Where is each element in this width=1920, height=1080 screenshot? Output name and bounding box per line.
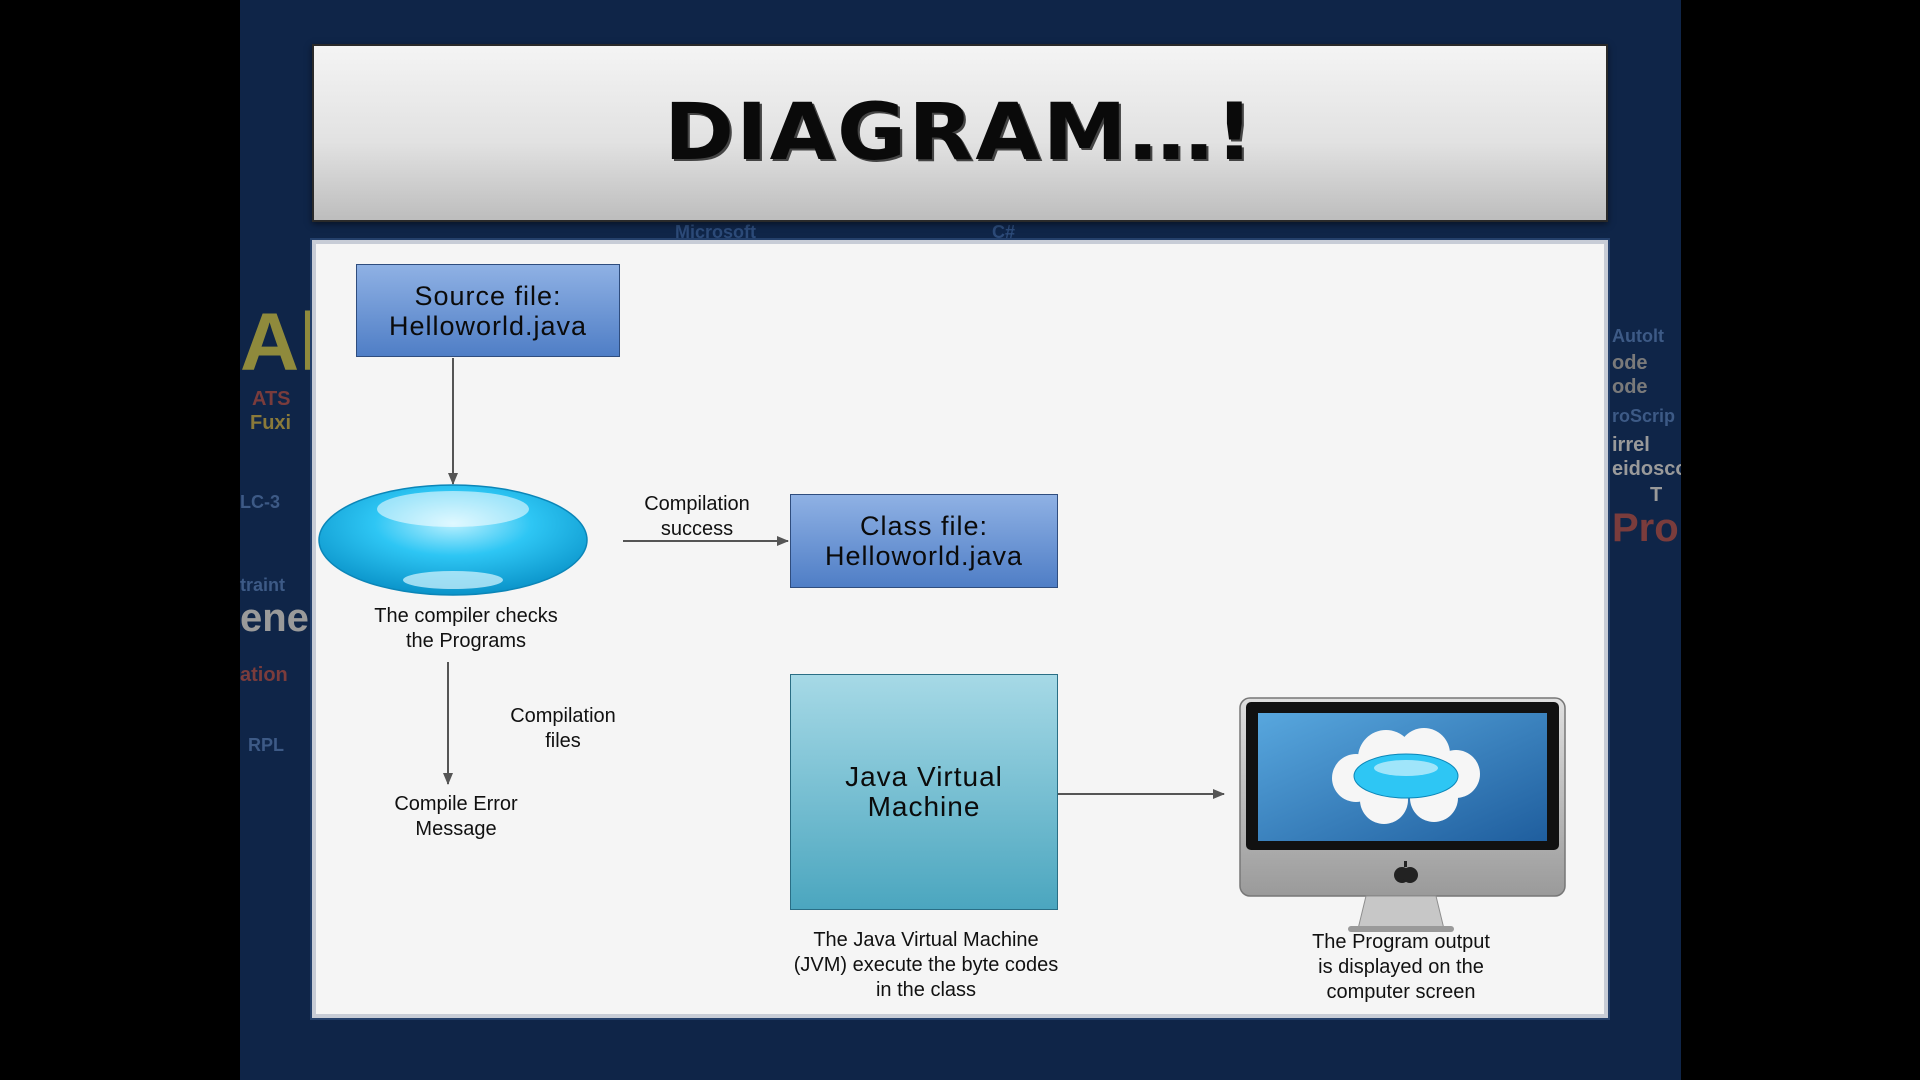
bg-word: roScrip (1612, 406, 1676, 426)
apple-logo-icon (1394, 861, 1418, 883)
slide-title: DIAGRAM…! (664, 88, 1256, 178)
compilation-files-label: Compilation files (510, 705, 616, 752)
class-file-box: Class file: Helloworld.java (790, 494, 1058, 588)
compilation-success-label: Compilation success (644, 493, 750, 540)
computer-monitor-icon (1239, 697, 1566, 932)
bg-word: Microsoft (675, 222, 756, 242)
bg-word: Al (240, 297, 322, 388)
bg-word: Autolt (1612, 326, 1664, 346)
bg-word: ode (1612, 352, 1648, 374)
bg-word: C# (992, 222, 1016, 242)
diagram-panel: Source file: Helloworld.java Class file:… (312, 240, 1608, 1018)
class-file-label: Class file: Helloworld.java (824, 511, 1024, 571)
bg-word: Pro (1612, 506, 1679, 550)
bg-word: ation (240, 664, 288, 686)
bg-word: ATS (252, 388, 291, 410)
screen-description-label: The Program output is displayed on the c… (1312, 931, 1490, 1003)
bg-word: ode (1612, 376, 1648, 398)
source-file-label: Source file: Helloworld.java (388, 280, 588, 341)
bg-word: T (1650, 484, 1663, 506)
bg-word: LC-3 (240, 492, 280, 512)
bg-word: irrel (1612, 434, 1650, 456)
jvm-label: Java Virtual Machine (845, 761, 1003, 822)
bg-word: RPL (248, 735, 284, 755)
bg-word: Fuxi (250, 412, 292, 434)
title-bar: DIAGRAM…! (312, 44, 1608, 222)
bg-word: eidosco (1612, 458, 1681, 480)
bg-word: ene (240, 596, 309, 640)
compiler-label: The compiler checks the Programs (374, 605, 558, 652)
compiler-ellipse-icon (318, 484, 588, 596)
compile-error-label: Compile Error Message (394, 793, 518, 840)
diagram-connectors (318, 358, 1566, 932)
cloud-icon (1332, 728, 1480, 824)
jvm-box: Java Virtual Machine (790, 674, 1058, 910)
jvm-description-label: The Java Virtual Machine (JVM) execute t… (793, 929, 1059, 1001)
source-file-box: Source file: Helloworld.java (356, 264, 620, 357)
bg-word: traint (240, 575, 285, 595)
slide: Microsoft C# Al ATS Fuxi LC-3 traint ene… (240, 0, 1681, 1080)
